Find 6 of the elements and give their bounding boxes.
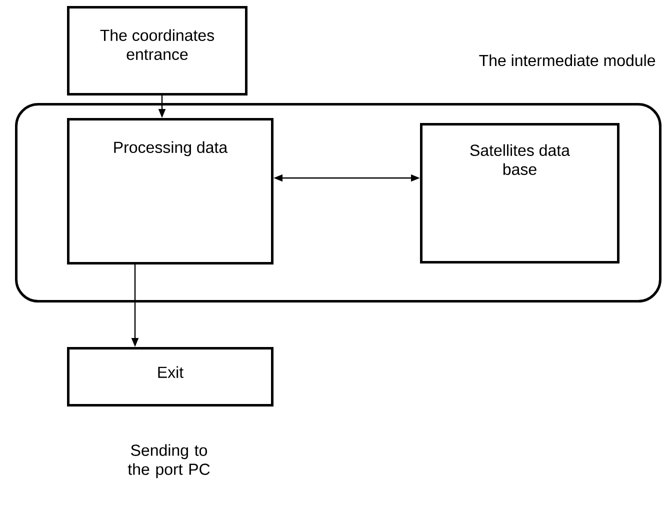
box: Exit [67,347,274,406]
node-label: Sending to the port PC [128,444,210,478]
process-box: Processing data [67,118,274,264]
group-heading: The intermediate module [479,54,656,66]
process-box: Satellites data base [420,123,620,264]
box: The coordinates entrance [67,6,248,96]
